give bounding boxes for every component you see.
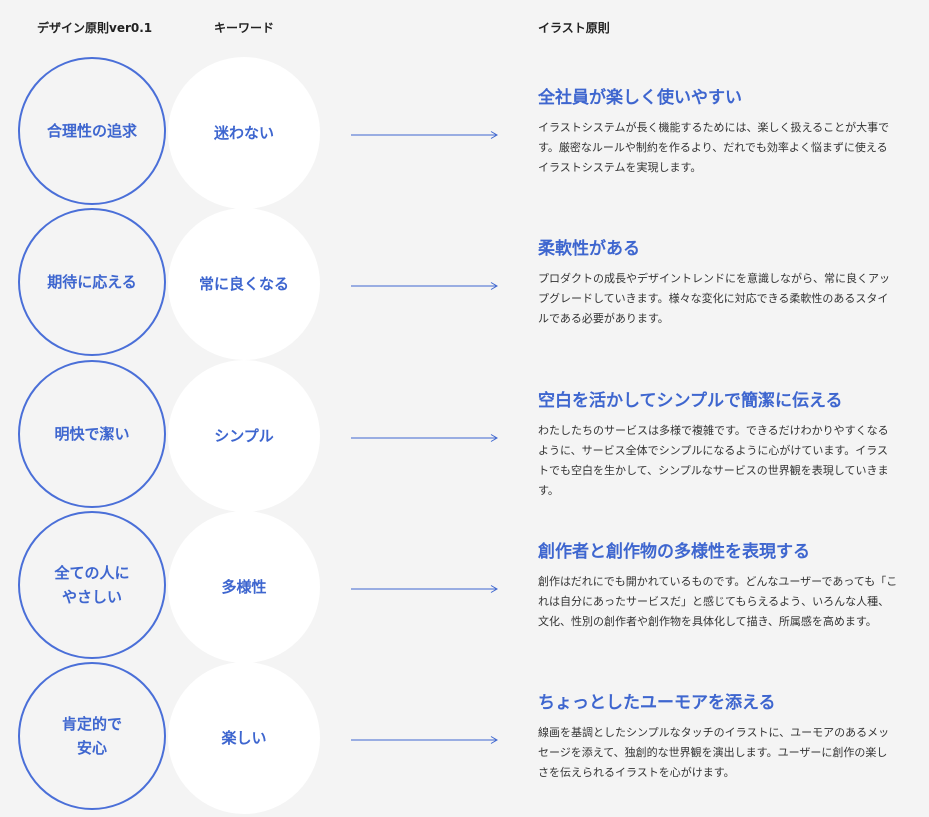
illust-principle-description: わたしたちのサービスは多様で複雑です。できるだけわかりやすくなるように、サービス… — [538, 424, 889, 497]
illust-principle: 柔軟性がある プロダクトの成長やデザイントレンドにを意識しながら、常に良くアップ… — [538, 234, 898, 329]
illust-principle: 空白を活かしてシンプルで簡潔に伝える わたしたちのサービスは多様で複雑です。でき… — [538, 386, 898, 501]
arrow-right-icon — [351, 434, 498, 442]
keyword-circle: 常に良くなる — [168, 208, 320, 360]
keyword-circle: 楽しい — [168, 662, 320, 814]
keyword-circle: 多様性 — [168, 511, 320, 663]
principle-label: 合理性の追求 — [46, 122, 137, 140]
principle-circle: 合理性の追求 — [18, 57, 166, 205]
illust-principle-description: プロダクトの成長やデザイントレンドにを意識しながら、常に良くアップグレードしてい… — [538, 272, 890, 325]
principle-label: 期待に応える — [47, 273, 137, 291]
principle-circle: 肯定的で 安心 — [18, 662, 166, 810]
illust-principle: 全社員が楽しく使いやすい イラストシステムが長く機能するためには、楽しく扱えるこ… — [538, 83, 898, 178]
principle-row: 合理性の追求 迷わない 全社員が楽しく使いやすい イラストシステムが長く機能する… — [0, 57, 929, 209]
principle-label: 全ての人に やさしい — [54, 564, 130, 606]
illust-principle-column-header: イラスト原則 — [538, 21, 610, 35]
principle-circle: 全ての人に やさしい — [18, 511, 166, 659]
principle-column-header: デザイン原則ver0.1 — [37, 21, 153, 35]
illust-principle-title: 柔軟性がある — [538, 239, 640, 259]
arrow-right-icon — [351, 585, 498, 593]
principle-row: 全ての人に やさしい 多様性 創作者と創作物の多様性を表現する 創作はだれにでも… — [0, 511, 929, 663]
illust-principle-description: イラストシステムが長く機能するためには、楽しく扱えることが大事です。厳密なルール… — [538, 121, 890, 174]
principle-circle: 明快で潔い — [18, 360, 166, 508]
arrow-right-icon — [351, 736, 498, 744]
principle-label: 肯定的で 安心 — [61, 715, 122, 757]
keyword-column-header: キーワード — [214, 21, 275, 35]
arrow-right-icon — [351, 282, 498, 290]
keyword-label: 常に良くなる — [198, 275, 289, 293]
illust-principle-description: 線画を基調としたシンプルなタッチのイラストに、ユーモアのあるメッセージを添えて、… — [538, 726, 890, 779]
keyword-circle: 迷わない — [168, 57, 320, 209]
illust-principle-title: 全社員が楽しく使いやすい — [538, 88, 742, 108]
principle-row: 明快で潔い シンプル 空白を活かしてシンプルで簡潔に伝える わたしたちのサービス… — [0, 360, 929, 512]
principle-row: 期待に応える 常に良くなる 柔軟性がある プロダクトの成長やデザイントレンドにを… — [0, 208, 929, 360]
keyword-circle: シンプル — [168, 360, 320, 512]
principle-circle: 期待に応える — [18, 208, 166, 356]
principle-row: 肯定的で 安心 楽しい ちょっとしたユーモアを添える 線画を基調としたシンプルな… — [0, 662, 929, 814]
illust-principle: 創作者と創作物の多様性を表現する 創作はだれにでも開かれているものです。どんなユ… — [538, 537, 898, 632]
illust-principle-description: 創作はだれにでも開かれているものです。どんなユーザーであっても「これは自分にあっ… — [538, 575, 898, 628]
illust-principle-title: 空白を活かしてシンプルで簡潔に伝える — [538, 391, 843, 411]
principle-label: 明快で潔い — [54, 425, 130, 443]
illust-principle-title: 創作者と創作物の多様性を表現する — [538, 542, 810, 562]
illust-principle: ちょっとしたユーモアを添える 線画を基調としたシンプルなタッチのイラストに、ユー… — [538, 688, 898, 783]
arrow-right-icon — [351, 131, 498, 139]
keyword-label: 迷わない — [213, 124, 274, 142]
illust-principle-title: ちょっとしたユーモアを添える — [538, 693, 776, 713]
keyword-label: 多様性 — [221, 578, 267, 596]
keyword-label: 楽しい — [221, 729, 267, 747]
keyword-label: シンプル — [214, 427, 274, 445]
